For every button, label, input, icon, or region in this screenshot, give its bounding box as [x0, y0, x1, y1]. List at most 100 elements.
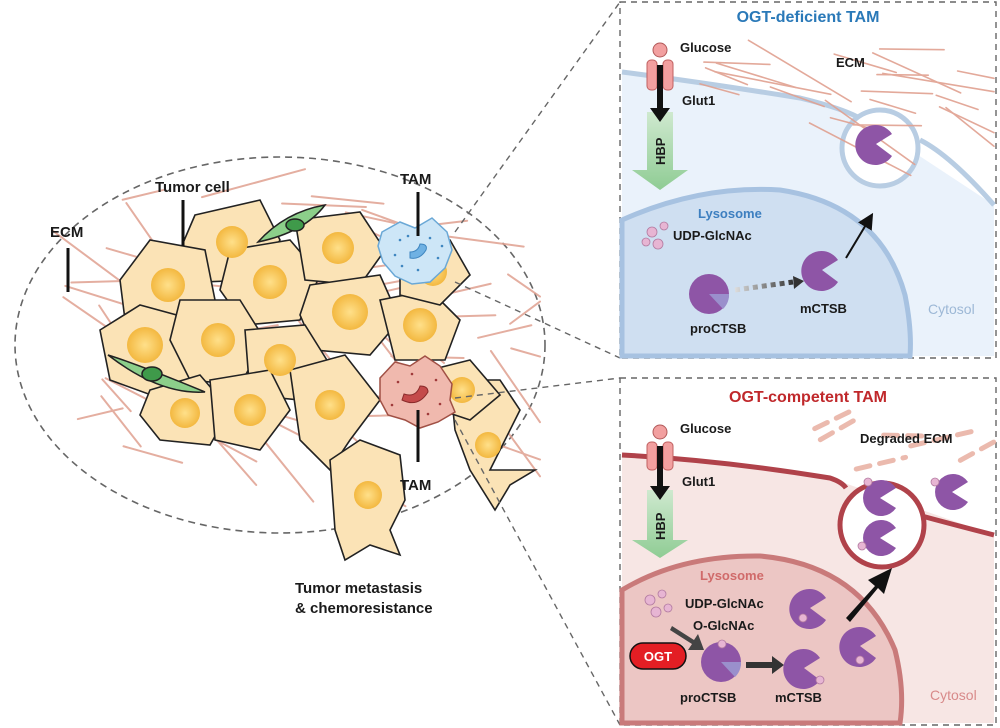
- mctsb-label: mCTSB: [800, 301, 847, 316]
- o-glcnacylation-arrow: [670, 626, 704, 650]
- nucleus: [170, 398, 200, 428]
- tam-competent-cell: [379, 355, 456, 429]
- ecm-fiber: [310, 195, 385, 205]
- ecm-fiber: [507, 273, 541, 298]
- ecm-fiber: [122, 445, 184, 464]
- glut1-transporter-icon: [646, 441, 674, 471]
- ecm-fiber: [715, 62, 797, 89]
- ecm-fiber: [938, 106, 995, 134]
- tam-nucleus: [401, 385, 429, 404]
- glucose-label: Glucose: [680, 421, 731, 436]
- proctsb-icon: [689, 274, 730, 314]
- degraded-ecm-fibers: [812, 407, 997, 472]
- ogt-badge: OGT: [629, 642, 687, 670]
- nucleus: [151, 268, 185, 302]
- proctsb-icon: [701, 639, 742, 682]
- nucleus: [216, 226, 248, 258]
- tam-top-label: TAM: [400, 171, 431, 188]
- secreted-ctsb-icon: [863, 520, 896, 556]
- ecm-fiber: [100, 395, 142, 448]
- ecm-label: ECM: [836, 55, 865, 70]
- activation-arrow: [734, 279, 794, 293]
- nucleus: [127, 327, 163, 363]
- ecm-fiber: [101, 378, 132, 413]
- nucleus: [403, 308, 437, 342]
- ogt-label: OGT: [644, 649, 672, 664]
- caption-line1: Tumor metastasis: [295, 580, 422, 597]
- ecm-fiber: [703, 61, 771, 66]
- ecm-fiber: [935, 94, 979, 111]
- o-glcnac-label: O-GlcNAc: [693, 618, 754, 633]
- ecm-fiber: [945, 106, 995, 148]
- stromal-nucleus: [141, 366, 163, 382]
- mctsb-icon: [801, 251, 838, 291]
- tam-deficient-cell: [377, 217, 453, 285]
- ecm-fiber: [263, 440, 315, 503]
- zoom-connectors: [454, 1, 621, 726]
- mctsb-icon: [789, 589, 826, 629]
- ecm-fiber: [869, 98, 917, 115]
- glucose-icon: [652, 424, 668, 440]
- ecm-fiber: [817, 414, 864, 443]
- proctsb-label: proCTSB: [690, 321, 746, 336]
- ecm-fiber: [769, 86, 825, 108]
- proctsb-label: proCTSB: [680, 690, 736, 705]
- lysosome-label: Lysosome: [698, 206, 762, 221]
- udp-glcnac-label: UDP-GlcNAc: [685, 596, 764, 611]
- nucleus: [449, 377, 475, 403]
- secretion-arrow: [845, 212, 874, 259]
- nucleus: [332, 294, 368, 330]
- ecm-fiber: [908, 428, 977, 449]
- nucleus: [354, 481, 382, 509]
- ecm-fiber: [200, 168, 306, 199]
- secretion-arrow: [846, 568, 892, 622]
- udp-glcnac-dots: [644, 589, 673, 618]
- degraded-ecm-label: Degraded ECM: [860, 431, 952, 446]
- ecm-label: ECM: [50, 224, 83, 241]
- cytosol-label: Cytosol: [928, 301, 975, 317]
- hbp-label: HBP: [653, 137, 668, 165]
- glucose-uptake-arrow: [650, 446, 670, 500]
- nucleus: [201, 323, 235, 357]
- ecm-fiber: [853, 454, 909, 472]
- ecm-fiber: [747, 39, 852, 103]
- udp-glcnac-dots: [641, 221, 669, 250]
- ecm-fiber: [489, 350, 541, 424]
- hbp-arrow: [632, 490, 688, 558]
- nucleus: [475, 432, 501, 458]
- glut1-label: Glut1: [682, 474, 715, 489]
- caption-line2: & chemoresistance: [295, 600, 433, 617]
- glucose-label: Glucose: [680, 40, 731, 55]
- ecm-fiber: [871, 52, 962, 94]
- ecm-fiber: [704, 67, 749, 86]
- ecm-fiber: [477, 324, 533, 339]
- tam-nucleus: [409, 243, 427, 259]
- activation-arrow: [746, 656, 784, 674]
- glut1-label: Glut1: [682, 93, 715, 108]
- glucose-uptake-arrow: [650, 65, 670, 122]
- ecm-fiber: [509, 300, 541, 325]
- udp-glcnac-label: UDP-GlcNAc: [673, 228, 752, 243]
- nucleus: [253, 265, 287, 299]
- ecm-fiber: [860, 90, 934, 95]
- nucleus: [322, 232, 354, 264]
- competent-tam-panel: HBP OGT OGT-competent: [619, 377, 997, 726]
- secreted-ctsb-icon: [935, 473, 968, 511]
- tumor-microenvironment: ECM Tumor cell TAM TAM Tumor metastasis …: [14, 156, 546, 617]
- deficient-tam-panel: HBP OGT-deficient TAM Glucose ECM Glut1 …: [619, 1, 997, 359]
- tumor-cell-label: Tumor cell: [155, 179, 230, 196]
- ecm-fiber: [445, 235, 525, 248]
- stromal-nucleus: [285, 218, 305, 232]
- competent-title: OGT-competent TAM: [729, 389, 887, 406]
- secreted-ctsb-icon: [863, 480, 896, 516]
- lysosome-label: Lysosome: [700, 568, 764, 583]
- mctsb-icon: [783, 649, 820, 690]
- hbp-label: HBP: [653, 512, 668, 540]
- ecm-fiber: [76, 407, 124, 421]
- glucose-icon: [652, 42, 668, 58]
- ecm-fiber: [121, 188, 165, 201]
- nucleus: [234, 394, 266, 426]
- ecm-fiber: [957, 439, 997, 463]
- ecm-fiber: [699, 83, 740, 96]
- ecm-fiber: [878, 48, 945, 51]
